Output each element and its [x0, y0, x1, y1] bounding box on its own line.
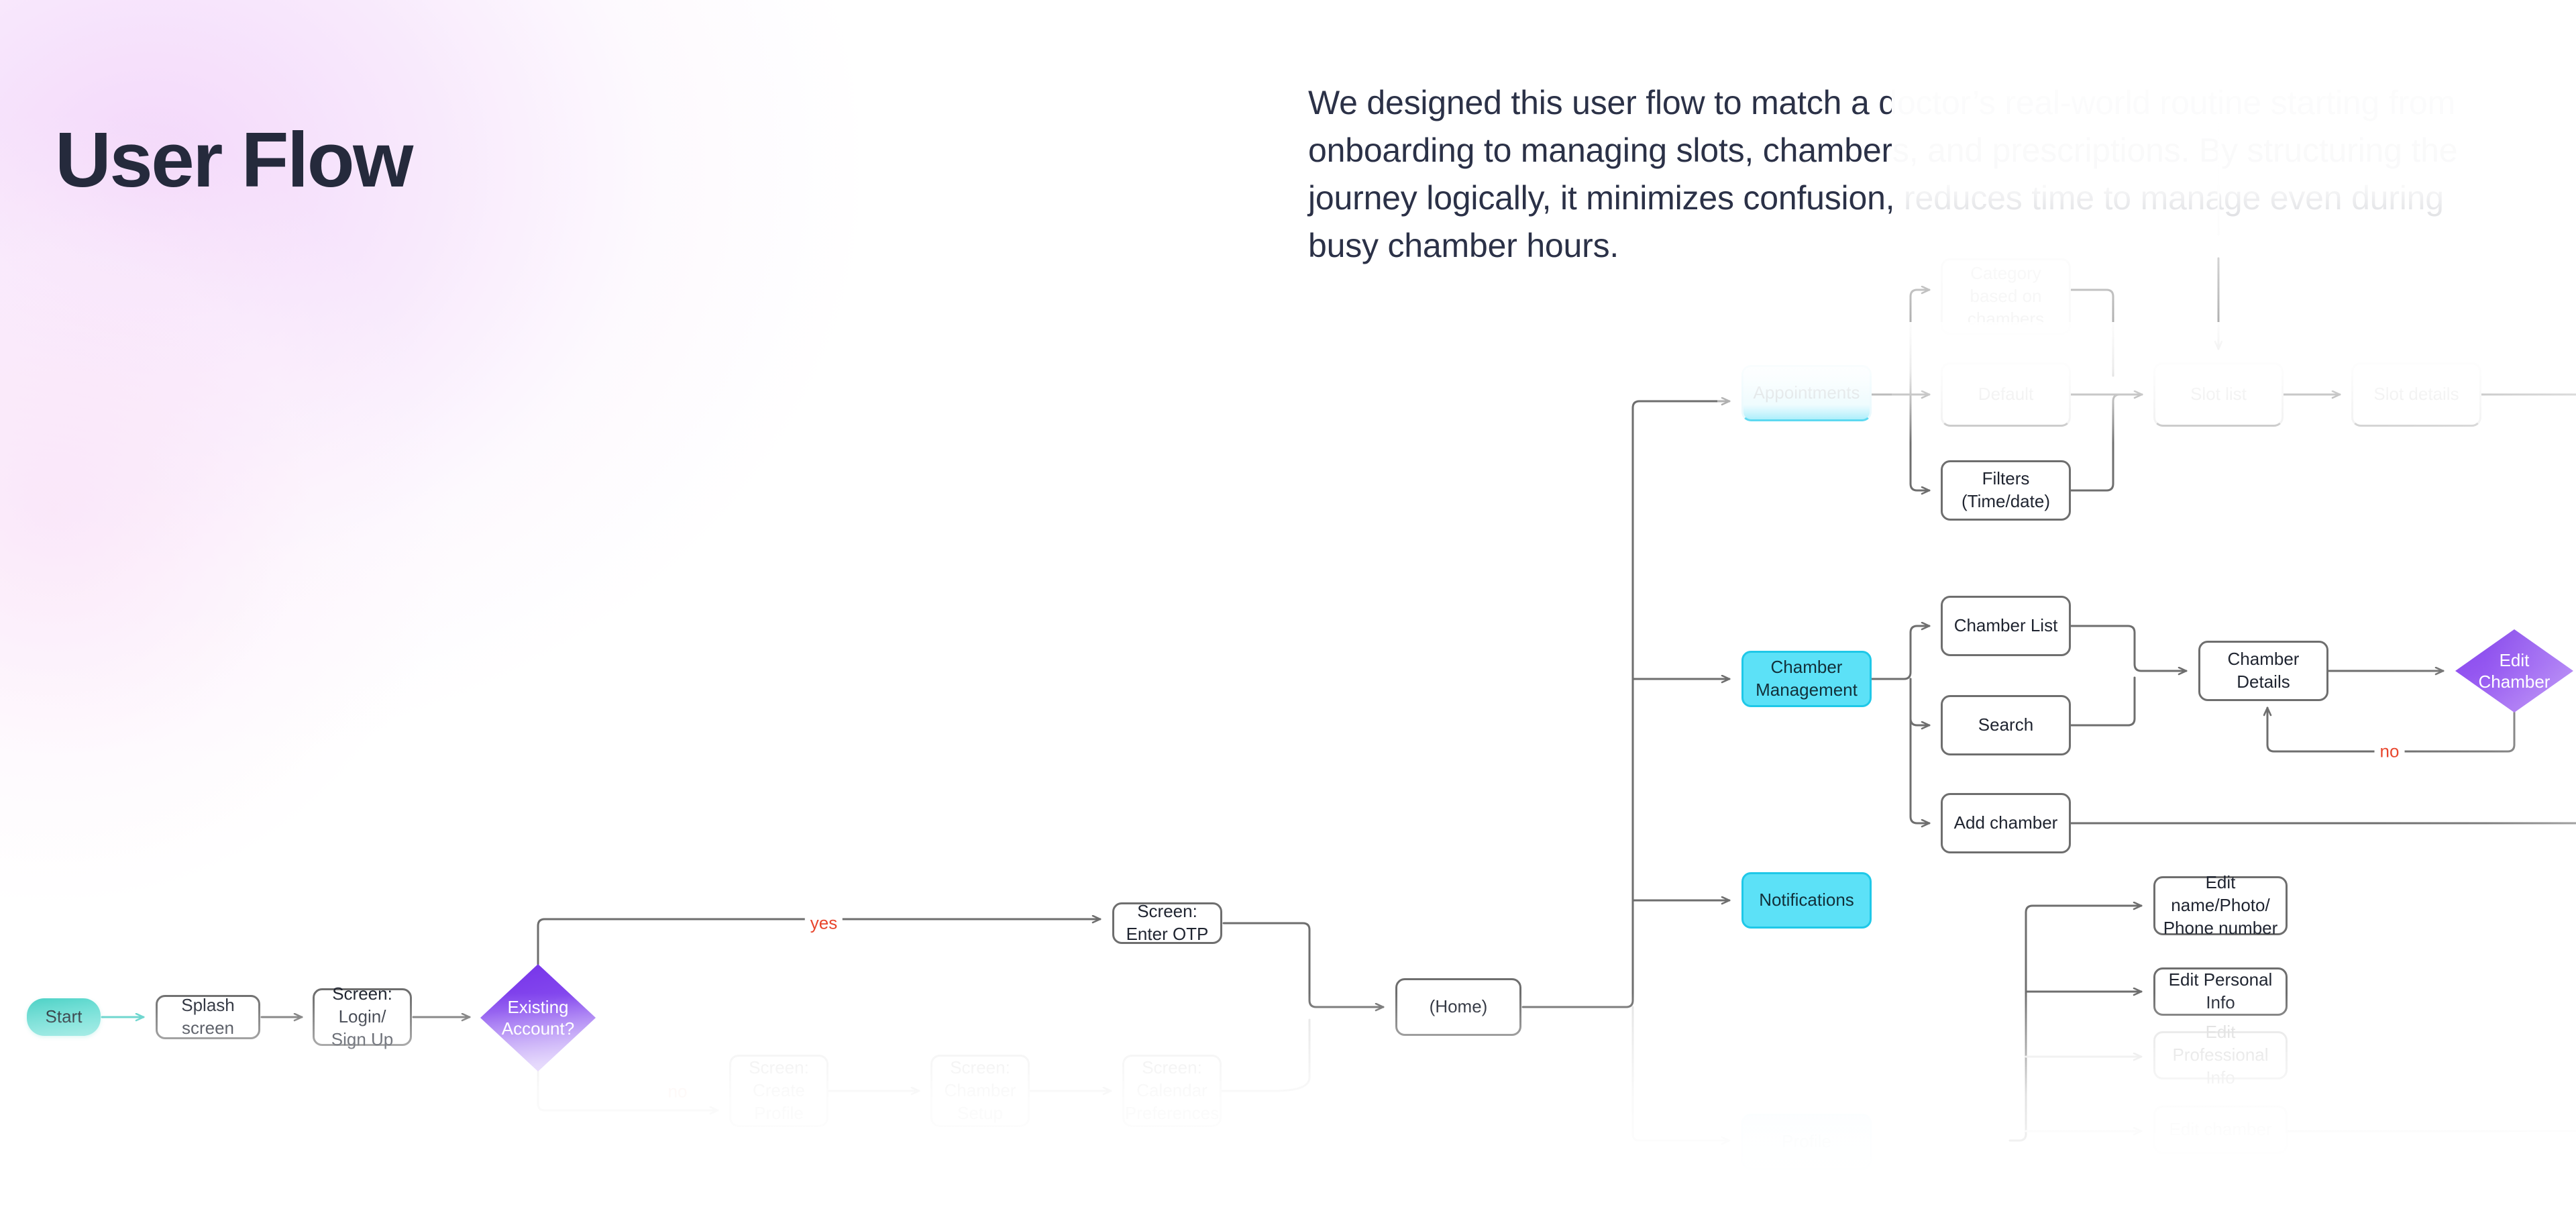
node-appointments[interactable]: Appointments	[1741, 365, 1872, 421]
node-slot-details[interactable]: Slot details	[2351, 362, 2481, 427]
node-label: Default	[1978, 384, 2034, 405]
node-label: Screen: Create Profile	[749, 1057, 809, 1123]
node-label: Screen: Calendar Preferences	[1124, 1057, 1220, 1123]
node-label: Search	[1978, 715, 2034, 735]
node-edit-personal-info[interactable]: Edit Personal Info	[2153, 967, 2288, 1016]
node-add-chamber[interactable]: Add chamber	[1941, 793, 2071, 853]
node-existing-account-decision[interactable]: Existing Account?	[480, 964, 596, 1071]
node-label: Add chamber	[1953, 812, 2058, 833]
node-label: Edit chamber	[2169, 1119, 2272, 1140]
node-label: Screen: Chamber Setup	[944, 1057, 1016, 1123]
node-label: Chamber List	[1953, 615, 2058, 636]
node-label: Chamber Management	[1756, 657, 1858, 700]
node-profile[interactable]: Profile	[1741, 1114, 1872, 1170]
node-label: Chamber Details	[2227, 649, 2300, 692]
node-label: Edit Personal Info	[2168, 969, 2273, 1012]
node-splash-screen[interactable]: Splash screen	[156, 995, 260, 1039]
node-label: Screen: Login/ Sign Up	[331, 984, 394, 1049]
node-start[interactable]: Start	[27, 998, 101, 1036]
node-screen-login-signup[interactable]: Screen: Login/ Sign Up	[313, 984, 412, 1049]
node-label: Slot list	[2190, 384, 2247, 405]
node-screen-chamber-setup[interactable]: Screen: Chamber Setup	[930, 1055, 1030, 1127]
node-default[interactable]: Default	[1941, 362, 2071, 427]
node-chamber-list[interactable]: Chamber List	[1941, 596, 2071, 656]
node-label: Edit Chamber	[2478, 649, 2551, 692]
node-label: Start	[45, 1006, 83, 1027]
node-label: Existing Account?	[501, 996, 575, 1039]
node-home[interactable]: (Home)	[1395, 978, 1521, 1036]
node-notifications[interactable]: Notifications	[1741, 872, 1872, 929]
node-screen-create-profile[interactable]: Screen: Create Profile	[729, 1055, 828, 1127]
edge-label-no-edit-chamber: no	[2374, 741, 2405, 762]
node-label: Category based on chambers	[1967, 263, 2045, 329]
node-label: Edit Professional Info	[2172, 1022, 2269, 1088]
decision-diamond-edit-chamber	[2455, 629, 2573, 713]
node-screen-calendar-preferences[interactable]: Screen: Calendar Preferences	[1122, 1055, 1222, 1127]
node-edit-chamber-box[interactable]: Edit chamber	[2153, 1106, 2288, 1154]
node-label: (Home)	[1429, 996, 1488, 1017]
node-chamber-management[interactable]: Chamber Management	[1741, 651, 1872, 707]
node-edit-name-photo-phone[interactable]: Edit name/Photo/ Phone number	[2153, 872, 2288, 938]
node-label: Slot details	[2373, 384, 2459, 405]
node-label: Appointments	[1753, 382, 1860, 403]
node-slot-list[interactable]: Slot list	[2153, 362, 2284, 427]
node-label: Filters (Time/date)	[1962, 468, 2050, 511]
edge-label-no-onboarding: no	[662, 1081, 693, 1102]
node-label: Edit name/Photo/ Phone number	[2163, 872, 2278, 938]
node-label: Notifications	[1759, 890, 1854, 910]
node-search[interactable]: Search	[1941, 695, 2071, 755]
node-category-based-on-chambers[interactable]: Category based on chambers	[1941, 258, 2071, 335]
node-label: Splash screen	[181, 995, 235, 1038]
node-chamber-details[interactable]: Chamber Details	[2198, 641, 2328, 701]
page-title: User Flow	[55, 116, 413, 203]
node-label: Profile	[1782, 1131, 1831, 1152]
node-edit-professional-info[interactable]: Edit Professional Info	[2153, 1022, 2288, 1088]
node-edit-chamber-decision[interactable]: Edit Chamber	[2455, 629, 2573, 713]
node-label: Screen: Enter OTP	[1126, 901, 1209, 944]
node-filters-time-date[interactable]: Filters (Time/date)	[1941, 460, 2071, 521]
node-screen-enter-otp[interactable]: Screen: Enter OTP	[1112, 901, 1222, 944]
edge-label-yes: yes	[804, 912, 843, 934]
